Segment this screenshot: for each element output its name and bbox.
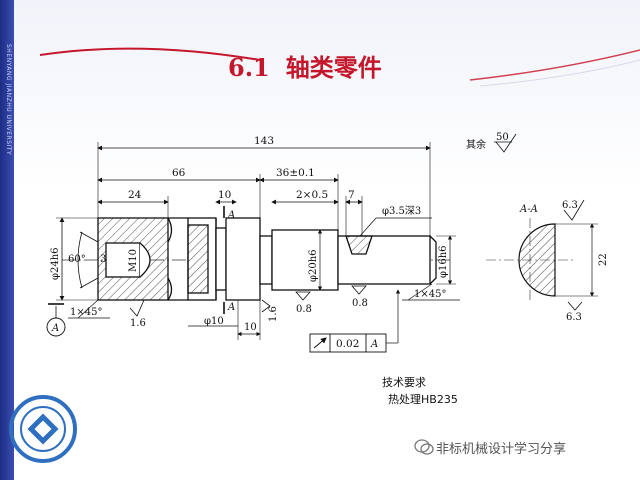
- roughness-08b-value: 0.8: [352, 298, 368, 309]
- phi10-label: φ10: [204, 316, 224, 327]
- angle-line-top: [79, 231, 99, 243]
- roughness-rest-label: 其余: [466, 138, 486, 151]
- wechat-icon: [414, 439, 434, 455]
- hole-leader: [359, 217, 377, 237]
- chamfer-right-label: 1×45°: [414, 289, 446, 300]
- swoosh-left: [39, 47, 261, 61]
- roughness-left-value: 1.6: [130, 318, 146, 329]
- roughness-08a-value: 0.8: [296, 304, 312, 315]
- roughness-08a-symbol: [295, 291, 311, 301]
- roughness-rest-symbol: [495, 133, 517, 153]
- angle-arc: [77, 231, 83, 289]
- roughness-rest-value: 50: [496, 132, 509, 143]
- sidebar-strip: SHENYANG JIANZHU UNIVERSITY: [0, 0, 14, 480]
- runout-frame: [309, 289, 401, 353]
- angle-60-label: 60°: [68, 254, 86, 265]
- technical-notes: 技术要求 热处理HB235: [382, 374, 458, 408]
- university-emblem-icon: [9, 395, 77, 463]
- angle-line-bottom: [79, 277, 99, 289]
- cut-label-top: A: [227, 210, 235, 221]
- dim-22-label: 22: [598, 253, 609, 266]
- runout-value: 0.02: [336, 338, 359, 350]
- dim-2x05-label: 2×0.5: [296, 189, 328, 201]
- section-view: [486, 218, 576, 302]
- roughness-sec-top-value: 6.3: [562, 200, 578, 211]
- roughness-sec-bottom-value: 6.3: [566, 312, 582, 323]
- datum-label: A: [51, 323, 59, 334]
- cut-label-bottom: A: [227, 302, 235, 313]
- roughness-mid-value: 1.6: [268, 306, 279, 322]
- notes-line-1: 热处理HB235: [388, 393, 458, 406]
- watermark-text: 非标机械设计学习分享: [436, 442, 567, 457]
- dim-10-top-label: 10: [218, 189, 231, 201]
- chamfer-left-leader: [77, 299, 99, 319]
- roughness-sec-bottom-symbol: [567, 301, 583, 311]
- section-title: 轴类零件: [285, 53, 382, 82]
- chamfer-left-label: 1×45°: [70, 307, 102, 318]
- dim-24-label: 24: [128, 189, 142, 201]
- runout-datum: A: [370, 339, 378, 350]
- dim-10-bottom-label: 10: [244, 322, 257, 333]
- chamfer-right-leader: [407, 283, 433, 301]
- phi24-label: φ24h6: [50, 247, 61, 280]
- notes-title: 技术要求: [382, 376, 426, 389]
- section-label: A-A: [519, 204, 538, 215]
- shaft-body: [97, 217, 437, 301]
- roughness-left-symbol: [129, 299, 145, 317]
- swoosh-right-2: [479, 59, 640, 87]
- datum-circle: [46, 317, 66, 337]
- phi20-label: φ20h6: [308, 249, 319, 282]
- roughness-mid-symbol: [261, 299, 271, 313]
- dim-143-label: 143: [254, 135, 274, 147]
- runout-arrow-icon: [313, 337, 327, 349]
- hole-label: φ3.5深3: [382, 205, 421, 217]
- swoosh-right: [469, 49, 640, 81]
- roughness-08b-symbol: [351, 285, 367, 295]
- sidebar-text: SHENYANG JIANZHU UNIVERSITY: [5, 44, 12, 156]
- dim-36-label: 36±0.1: [276, 167, 315, 179]
- m10-label: M10: [128, 249, 139, 272]
- dim-7-label: 7: [348, 189, 355, 201]
- roughness-sec-top-symbol: [563, 199, 585, 221]
- dim-66-label: 66: [172, 167, 186, 179]
- phi16-label: φ16h6: [438, 245, 449, 278]
- depth-3-label: 3: [100, 254, 106, 265]
